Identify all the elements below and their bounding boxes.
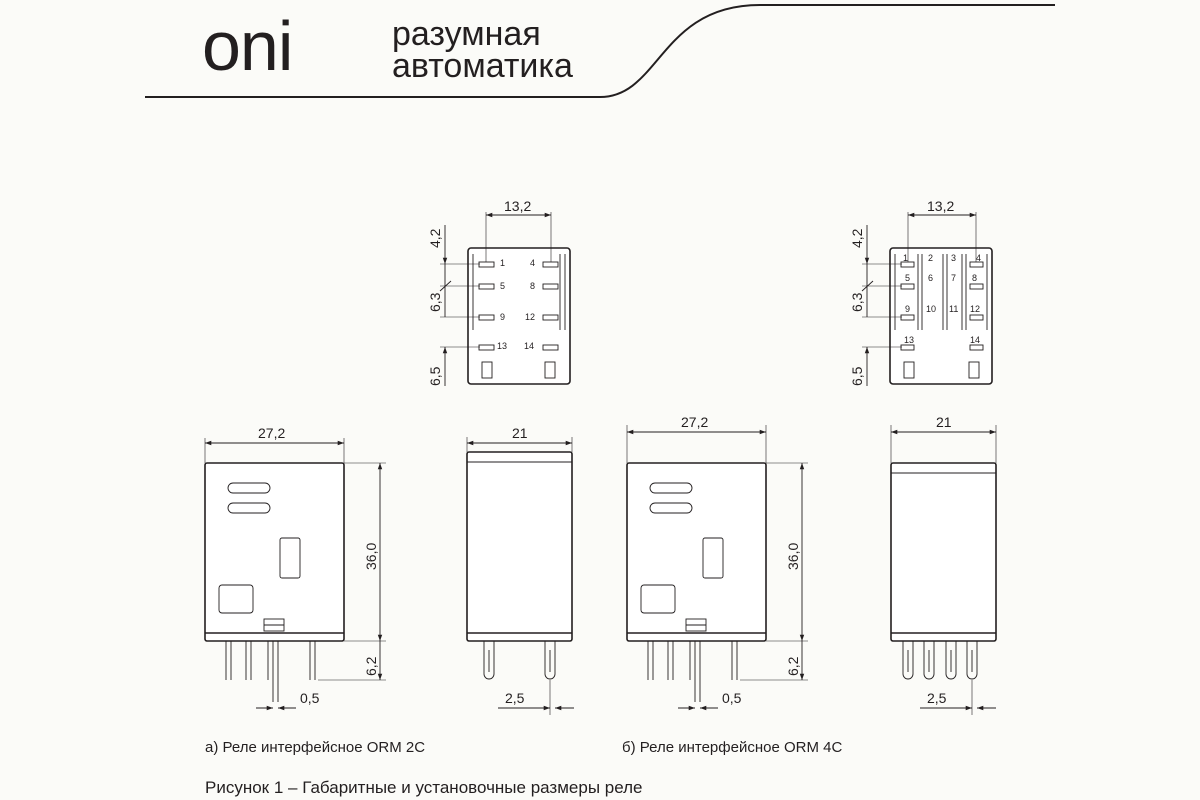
caption-relay-2c: а) Реле интерфейсное ORM 2C	[205, 739, 425, 756]
pin-label: 1	[500, 258, 505, 268]
header: oni разумная автоматика	[145, 4, 1055, 98]
pin-label: 6	[928, 273, 933, 283]
pinout-4c-body	[889, 247, 993, 385]
pin-label: 14	[970, 335, 980, 345]
pin-label: 7	[951, 273, 956, 283]
relay-4c-dim-side-width: 21	[936, 414, 952, 430]
relay-2c-side-body	[466, 451, 573, 642]
pinout-4c-pin-slots	[900, 261, 984, 379]
pin-label: 3	[951, 253, 956, 263]
relay-2c-dim-pin-length: 6,2	[363, 656, 379, 676]
figure-caption: Рисунок 1 – Габаритные и установочные ра…	[205, 778, 642, 797]
pinout-2c-dim-pitch: 6,3	[427, 292, 443, 312]
pin-label: 5	[905, 273, 910, 283]
relay-4c-side-view: 21 2,5	[890, 414, 997, 715]
relay-2c-dim-side-width: 21	[512, 425, 528, 441]
pin-label: 10	[926, 304, 936, 314]
pin-label: 9	[500, 312, 505, 322]
relay-2c-dim-height: 36,0	[363, 543, 379, 570]
pinout-2c-dim-width: 13,2	[504, 198, 531, 214]
pin-label: 12	[525, 312, 535, 322]
brand-tagline-line2: автоматика	[392, 47, 573, 85]
pin-label: 9	[905, 304, 910, 314]
pin-label: 2	[928, 253, 933, 263]
pinout-4c-dim-width: 13,2	[927, 198, 954, 214]
pin-label: 5	[500, 281, 505, 291]
pin-label: 4	[976, 253, 981, 263]
relay-4c-dim-height: 36,0	[785, 543, 801, 570]
header-swoosh-line	[145, 4, 1055, 98]
pin-label: 8	[972, 273, 977, 283]
pinout-2c-dim-top: 4,2	[427, 228, 443, 248]
relay-4c-dim-pin-offset: 2,5	[927, 690, 947, 706]
relay-2c-front-view: 27,2 36,0 6,2 0,5	[204, 425, 386, 711]
relay-2c-front-body	[204, 462, 345, 642]
pin-label: 12	[970, 304, 980, 314]
pinout-4c-dim-top: 4,2	[849, 228, 865, 248]
pinout-4c-view: 1 2 3 4 5 6 7 8 9 10 11 12 13 14 13,2 4,…	[849, 198, 993, 386]
brand-tagline-line1: разумная	[392, 15, 541, 53]
relay-2c-dim-pin-offset: 2,5	[505, 690, 525, 706]
relay-4c-front-view: 27,2 36,0 6,2 0,5	[626, 414, 808, 711]
relay-2c-dim-front-width: 27,2	[258, 425, 285, 441]
pin-label: 11	[949, 304, 958, 314]
caption-relay-4c: б) Реле интерфейсное ORM 4C	[622, 739, 842, 756]
pin-label: 4	[530, 258, 535, 268]
pinout-4c-dim-pitch: 6,3	[849, 292, 865, 312]
relay-2c-dim-pin-gap: 0,5	[300, 690, 320, 706]
pin-label: 1	[903, 253, 908, 263]
relay-4c-dim-front-width: 27,2	[681, 414, 708, 430]
pin-label: 14	[524, 341, 534, 351]
relay-4c-dim-pin-length: 6,2	[785, 656, 801, 676]
relay-4c-dim-pin-gap: 0,5	[722, 690, 742, 706]
brand-logo: oni	[202, 7, 292, 85]
pinout-2c-dim-bottom: 6,5	[427, 366, 443, 386]
relay-4c-front-body	[626, 462, 767, 642]
pinout-2c-view: 1 4 5 8 9 12 13 14 13,2 4,2 6,3 6,5	[427, 198, 571, 386]
pin-label: 13	[904, 335, 914, 345]
relay-4c-side-body	[890, 462, 997, 642]
pin-label: 8	[530, 281, 535, 291]
relay-2c-side-view: 21 2,5	[466, 425, 574, 715]
pinout-2c-pin-slots	[478, 261, 559, 379]
pinout-4c-dim-bottom: 6,5	[849, 366, 865, 386]
pin-label: 13	[497, 341, 507, 351]
